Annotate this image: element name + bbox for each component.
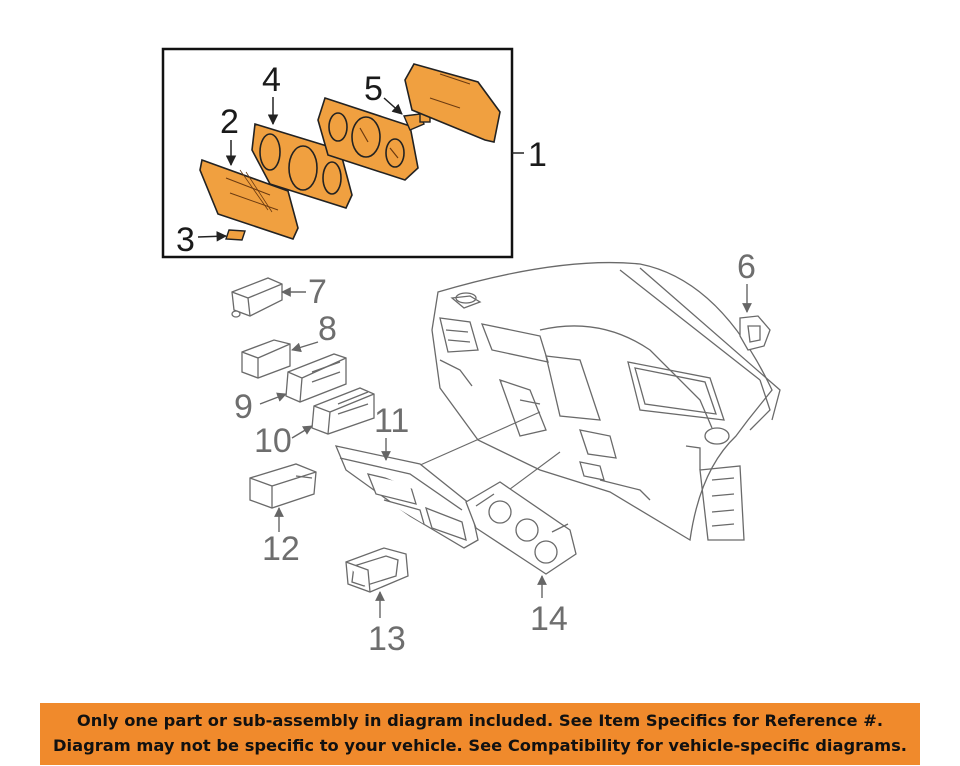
cluster-lens [199, 158, 299, 240]
part-9-switch-panel [285, 353, 347, 403]
part-6-sensor [739, 315, 771, 351]
part-7-switch [231, 277, 283, 318]
disclaimer-banner: Only one part or sub-assembly in diagram… [40, 703, 920, 765]
callout-1: 1 [528, 136, 547, 174]
disclaimer-line-2: Diagram may not be specific to your vehi… [52, 736, 907, 755]
callout-5: 5 [364, 70, 383, 108]
part-12-switch [249, 463, 317, 509]
callout-13: 13 [368, 620, 406, 658]
lens-clip [225, 229, 246, 241]
callout-12: 12 [262, 530, 300, 568]
part-11-trim-panel [334, 445, 479, 549]
part-14-climate-control [465, 481, 577, 575]
part-13-bezel [345, 547, 409, 593]
part-10-switch-panel [311, 387, 375, 435]
dashboard-outline [431, 261, 781, 542]
callout-7: 7 [308, 273, 327, 311]
callout-11: 11 [374, 402, 409, 440]
callout-9: 9 [234, 388, 253, 426]
bulb-socket [402, 111, 431, 131]
callout-4: 4 [262, 61, 281, 99]
callout-3: 3 [176, 221, 195, 259]
rear-housing [404, 63, 501, 143]
disclaimer-line-1: Only one part or sub-assembly in diagram… [76, 711, 884, 730]
callout-8: 8 [318, 310, 337, 348]
callout-14: 14 [530, 600, 568, 638]
callout-6: 6 [737, 248, 756, 286]
callout-10: 10 [254, 422, 292, 460]
callout-2: 2 [220, 103, 239, 141]
part-8-switch [241, 339, 291, 379]
